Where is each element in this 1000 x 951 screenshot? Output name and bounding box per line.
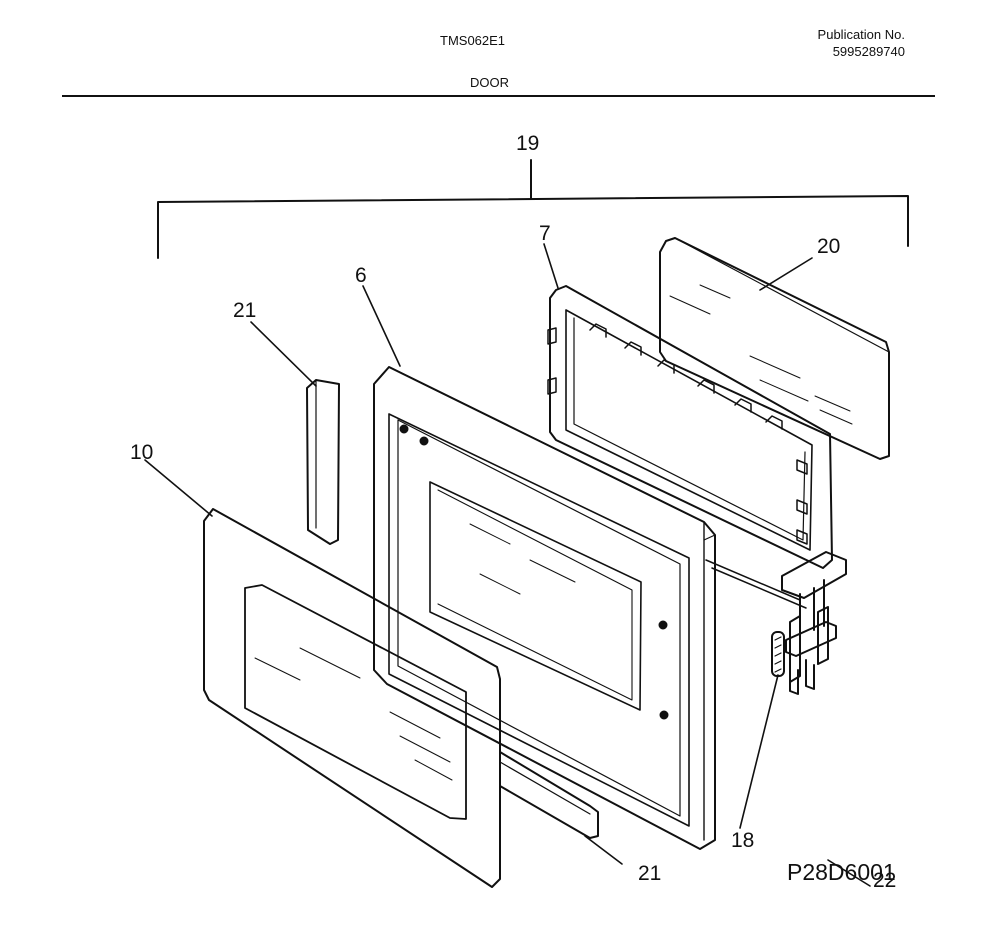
latch-spring: [771, 631, 785, 677]
section-title: DOOR: [470, 75, 509, 90]
publication-block: Publication No. 5995289740: [818, 26, 905, 60]
callout-21-bottom: 21: [638, 862, 661, 885]
callout-7: 7: [539, 222, 551, 245]
model-number: TMS062E1: [440, 33, 506, 48]
choke-frame: [547, 285, 833, 609]
outer-door-panel: [203, 508, 501, 888]
door-latch: [781, 551, 847, 695]
trim-strip-top: [306, 379, 340, 545]
header-rule: [62, 95, 935, 97]
callout-6: 6: [355, 264, 367, 287]
publication-label: Publication No.: [817, 27, 905, 42]
door-frame: [373, 366, 716, 850]
inner-glass-panel: [659, 237, 890, 460]
callout-18: 18: [731, 829, 754, 852]
callout-19: 19: [516, 132, 539, 155]
callout-20: 20: [817, 235, 840, 258]
callout-10: 10: [130, 441, 153, 464]
callout-21-top: 21: [233, 299, 256, 322]
publication-number: 5995289740: [832, 44, 905, 59]
leader-lines: [144, 243, 871, 887]
assembly-bracket: [157, 159, 909, 259]
figure-code: P28D6001: [787, 859, 896, 885]
callout-22: 22: [873, 869, 896, 892]
